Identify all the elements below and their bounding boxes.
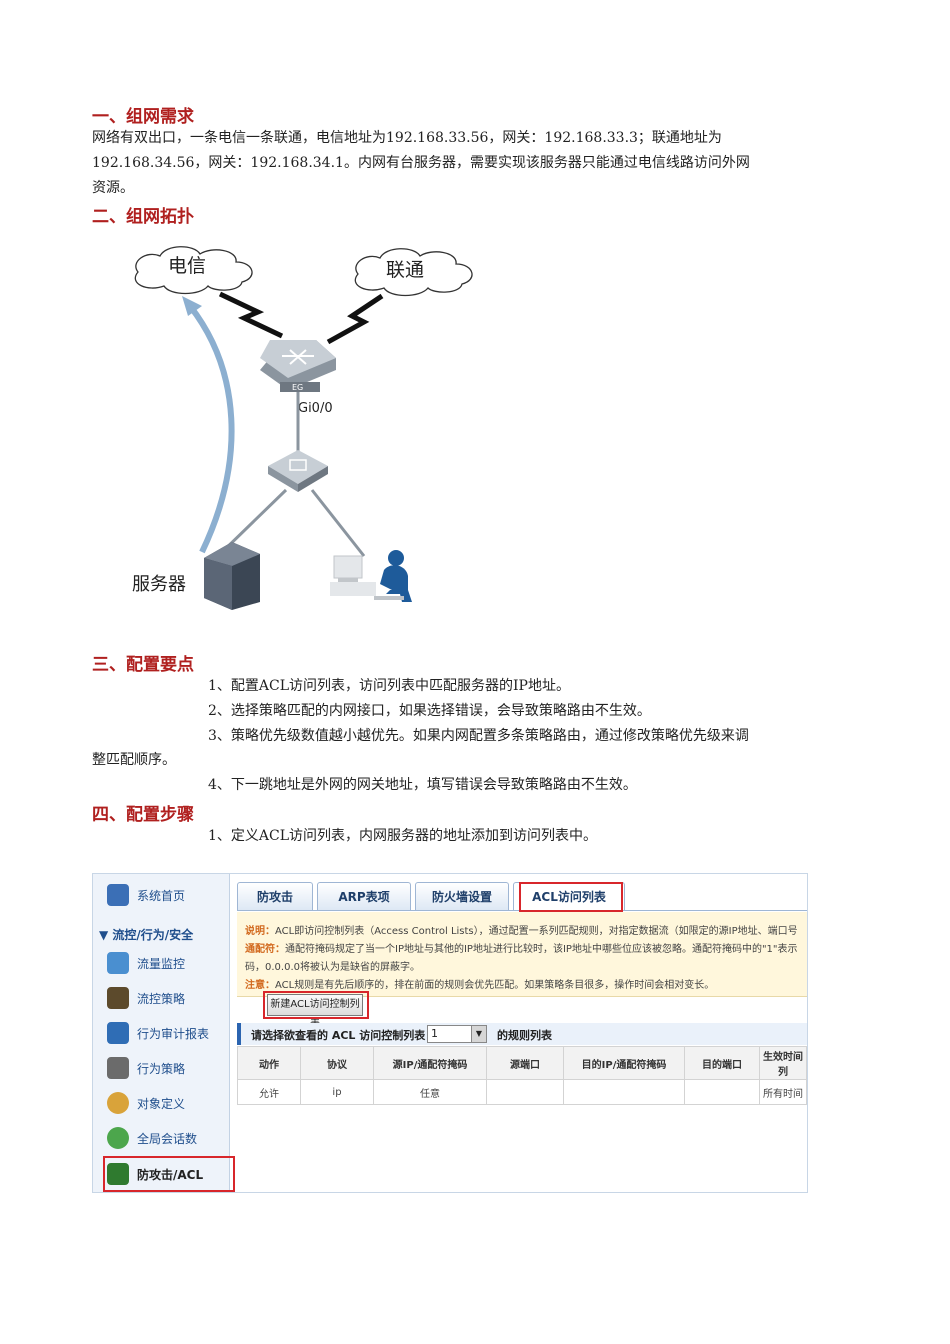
config-point-1: 1、配置ACL访问列表，访问列表中匹配服务器的IP地址。	[208, 678, 570, 694]
port-label: Gi0/0	[298, 401, 333, 416]
server-label: 服务器	[132, 574, 186, 595]
router-eg-label: EG	[292, 383, 303, 392]
cloud-telecom-label: 电信	[168, 255, 206, 277]
table-header-row: 动作 协议 源IP/通配符掩码 源端口 目的IP/通配符掩码 目的端口 生效时间…	[237, 1046, 807, 1080]
note-line-2: 通配符掩码规定了当一个IP地址与其他的IP地址进行比较时，该IP地址中哪些位应该…	[285, 944, 798, 955]
table-row[interactable]: 允许 ip 任意 所有时间	[237, 1079, 807, 1105]
chat-icon	[107, 1127, 129, 1149]
tab-firewall[interactable]: 防火墙设置	[415, 882, 509, 911]
sidebar-group-header[interactable]: ▼ 流控/行为/安全	[99, 928, 194, 942]
switch-icon	[268, 450, 328, 492]
config-point-3: 3、策略优先级数值越小越优先。如果内网配置多条策略路由，通过修改策略优先级来调	[208, 728, 749, 744]
tab-anti-attack[interactable]: 防攻击	[237, 882, 313, 911]
acl-list-select[interactable]: 1 ▼	[427, 1025, 487, 1043]
select-suffix: 的规则列表	[497, 1029, 552, 1042]
route-arrow-icon	[182, 296, 202, 316]
unicom-link-icon	[326, 293, 384, 345]
requirement-line-3: 资源。	[92, 180, 134, 196]
palette-icon	[107, 1092, 129, 1114]
config-point-4: 4、下一跳地址是外网的网关地址，填写错误会导致策略路由不生效。	[208, 777, 637, 793]
triangle-down-icon: ▼	[99, 928, 113, 942]
telecom-link-icon	[218, 291, 284, 339]
config-point-2: 2、选择策略匹配的内网接口，如果选择错误，会导致策略路由不生效。	[208, 703, 651, 719]
cloud-unicom-icon	[354, 248, 473, 297]
monitor-icon	[107, 884, 129, 906]
note-line-3: 码，0.0.0.0将被认为是缺省的屏蔽字。	[245, 962, 420, 973]
acl-config-screenshot: 系统首页 ▼ 流控/行为/安全 流量监控 流控策略 行为审计报表 行为策略 对象…	[92, 873, 808, 1193]
dropdown-arrow-icon: ▼	[471, 1026, 486, 1042]
highlight-new-button	[263, 991, 369, 1019]
shield-icon	[107, 1163, 129, 1185]
chart-icon	[107, 952, 129, 974]
config-step-1: 1、定义ACL访问列表，内网服务器的地址添加到访问列表中。	[208, 828, 598, 844]
highlight-sidebar-acl	[103, 1156, 235, 1192]
tab-bar: 防攻击 ARP表项 防火墙设置 ACL访问列表	[237, 880, 807, 911]
note-line-1: ACL即访问控制列表（Access Control Lists），通过配置一系列…	[275, 926, 798, 937]
cloud-unicom-label: 联通	[386, 259, 424, 281]
config-point-3-cont: 整匹配顺序。	[92, 752, 176, 768]
note-line-4: ACL规则是有先后顺序的，排在前面的规则会优先匹配。如果策略条目很多，操作时间会…	[275, 980, 715, 991]
section-heading-requirements: 一、组网需求	[92, 107, 194, 127]
network-topology-diagram: 电信 联通 EG Gi0/0 服务器	[132, 246, 473, 610]
section-heading-config-steps: 四、配置步骤	[92, 805, 194, 825]
report-icon	[107, 1022, 129, 1044]
info-note: 说明：ACL即访问控制列表（Access Control Lists），通过配置…	[237, 912, 807, 997]
cloud-telecom-icon	[134, 246, 253, 295]
tab-arp[interactable]: ARP表项	[317, 882, 411, 911]
sidebar: 系统首页 ▼ 流控/行为/安全 流量监控 流控策略 行为审计报表 行为策略 对象…	[93, 874, 230, 1192]
server-icon	[204, 542, 260, 610]
highlight-acl-tab	[519, 882, 623, 912]
main-panel: 防攻击 ARP表项 防火墙设置 ACL访问列表 说明：ACL即访问控制列表（Ac…	[233, 874, 807, 1192]
requirement-line-2: 192.168.34.56，网关：192.168.34.1。内网有台服务器，需要…	[92, 155, 750, 171]
section-heading-config-points: 三、配置要点	[92, 655, 194, 675]
router-eg-icon	[260, 340, 336, 392]
pc-user-icon	[330, 550, 412, 602]
acl-rules-table: 动作 协议 源IP/通配符掩码 源端口 目的IP/通配符掩码 目的端口 生效时间…	[237, 1046, 807, 1105]
select-prefix: 请选择欲查看的 ACL 访问控制列表	[251, 1029, 426, 1042]
requirement-line-1: 网络有双出口，一条电信一条联通，电信地址为192.168.33.56，网关：19…	[92, 130, 722, 146]
policy-icon	[107, 987, 129, 1009]
section-heading-topology: 二、组网拓扑	[92, 207, 194, 227]
tab-acl-list[interactable]: ACL访问列表	[513, 882, 625, 911]
gear-icon	[107, 1057, 129, 1079]
acl-select-bar: 请选择欲查看的 ACL 访问控制列表 1 ▼ 的规则列表	[237, 1023, 807, 1045]
